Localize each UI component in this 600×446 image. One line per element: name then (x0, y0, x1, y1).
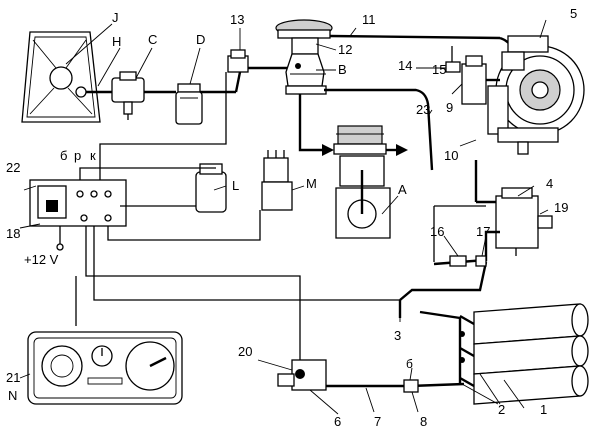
label-14: 14 (398, 58, 412, 73)
label-j: J (112, 10, 119, 25)
label-13: 13 (230, 12, 244, 27)
label-3: 3 (394, 328, 401, 343)
pipe-23 (324, 88, 434, 171)
instrument-cluster-21 (27, 331, 183, 405)
callout-labels: J H C D 13 11 12 B 5 14 15 9 23 10 4 19 … (6, 6, 577, 429)
shutoff-valve-4 (474, 160, 553, 256)
radiator-j (21, 31, 101, 123)
label-5: 5 (570, 6, 577, 21)
gas-valve-9 (461, 55, 500, 105)
label-19: 19 (554, 200, 568, 215)
label-6: 6 (334, 414, 341, 429)
leader-lines (19, 19, 549, 415)
label-9: 9 (446, 100, 453, 115)
label-a: A (398, 182, 407, 197)
supply-terminal (56, 236, 64, 251)
label-18: 18 (6, 226, 20, 241)
label-l: L (232, 178, 239, 193)
label-17: 17 (476, 224, 490, 239)
gas-tanks-1 (473, 303, 589, 405)
engine-a (298, 94, 408, 239)
label-2: 2 (498, 402, 505, 417)
label-b: B (338, 62, 347, 77)
label-16: 16 (430, 224, 444, 239)
label-10: 10 (444, 148, 458, 163)
label-12: 12 (338, 42, 352, 57)
label-21: 21 (6, 370, 20, 385)
label-4: 4 (546, 176, 553, 191)
switch-panel-22 (29, 179, 127, 227)
carburetor-b (275, 19, 333, 95)
filling-valve-6 (277, 359, 465, 393)
component-15 (445, 46, 461, 73)
tank-valves-2 (419, 310, 475, 388)
panel-label-b: б (60, 148, 67, 163)
label-20: 20 (238, 344, 252, 359)
hose-11 (329, 34, 516, 55)
label-1: 1 (540, 402, 547, 417)
component-13 (227, 49, 290, 73)
label-m: M (306, 176, 317, 191)
coolant-pipe (86, 71, 242, 94)
label-8: 8 (420, 414, 427, 429)
label-15: 15 (432, 62, 446, 77)
panel-label-k: к (90, 148, 96, 163)
label-valve-b: б (406, 357, 413, 371)
wiring-harness (59, 72, 400, 360)
label-22: 22 (6, 160, 20, 175)
ignition-coil-l (195, 163, 227, 213)
label-c: C (148, 32, 157, 47)
label-11: 11 (362, 12, 376, 27)
supply-voltage-label: +12 V (24, 252, 59, 267)
label-n: N (8, 388, 17, 403)
reducer-5 (487, 35, 585, 155)
label-7: 7 (374, 414, 381, 429)
panel-label-r: р (74, 148, 81, 163)
component-d (175, 83, 203, 125)
distributor-m (261, 150, 293, 211)
label-23: 23 (416, 102, 430, 117)
label-d: D (196, 32, 205, 47)
component-c (111, 71, 145, 120)
label-h: H (112, 34, 121, 49)
